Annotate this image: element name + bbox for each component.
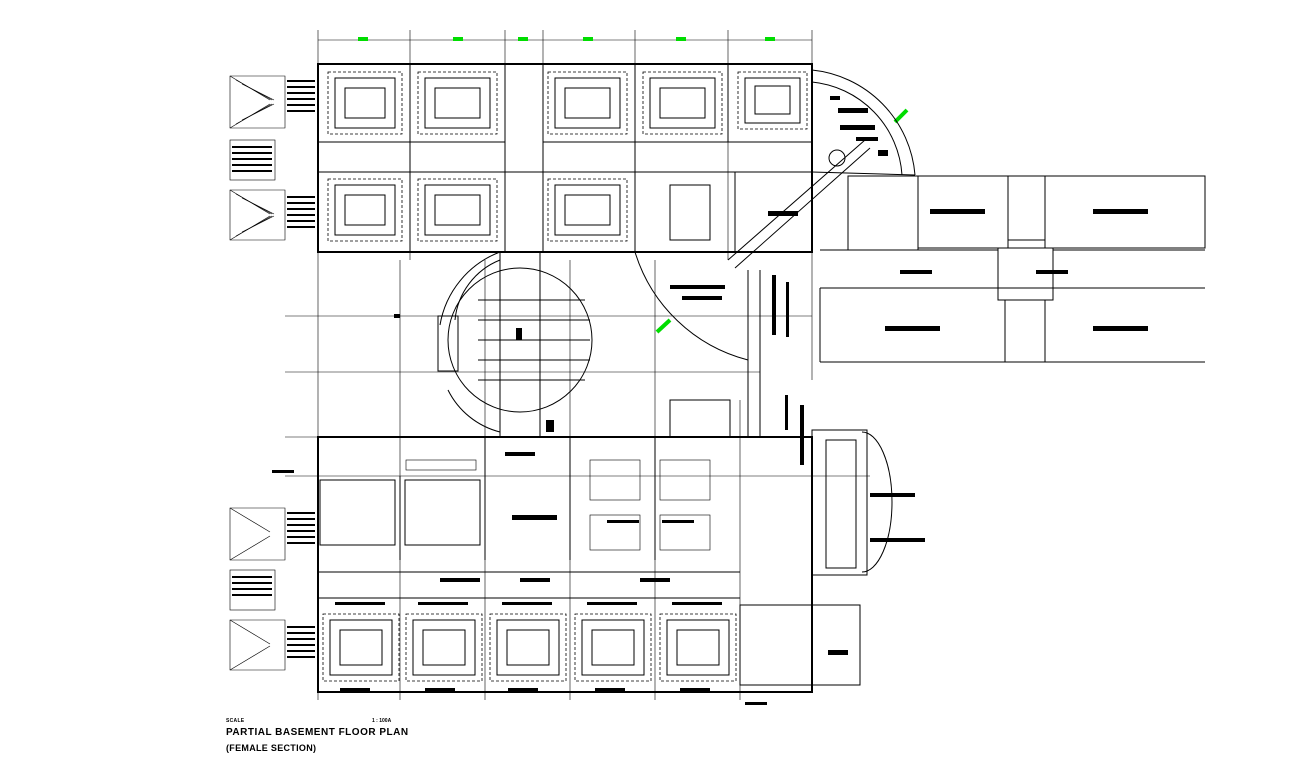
stair-icon: [229, 75, 286, 241]
core-fixtures: [670, 275, 804, 465]
grid-marker-icon: [765, 37, 775, 41]
table-icon: [334, 77, 801, 236]
grid-marker-icon: [358, 37, 368, 41]
room-labels-lower: [272, 452, 925, 705]
column-markers: [394, 314, 554, 432]
service-core: [634, 171, 761, 438]
stair-treads-lower: [232, 512, 315, 658]
reception-counters: [830, 96, 888, 156]
scale-value: 1 : 100A: [372, 718, 392, 724]
grid-lines: [285, 30, 870, 700]
atrium: [437, 251, 593, 437]
grid-marker-icon: [518, 37, 528, 41]
east-wing: [819, 175, 1206, 363]
grid-markers: [358, 37, 909, 334]
chair-icon: [322, 613, 737, 682]
room-labels-east: [768, 209, 1148, 331]
table-icon: [319, 479, 730, 676]
rotunda-lower: [825, 431, 893, 573]
grid-marker-icon: [655, 318, 672, 334]
chair-icon: [327, 71, 808, 242]
drawing-subtitle: (FEMALE SECTION): [226, 743, 317, 753]
stair-treads: [232, 80, 315, 228]
scale-label: SCALE: [226, 718, 245, 724]
rotunda-upper: [727, 69, 916, 269]
washroom-fixtures: [405, 459, 711, 551]
grid-marker-icon: [893, 108, 909, 124]
stair-icon: [229, 507, 286, 671]
lower-wing: [317, 429, 868, 693]
grid-marker-icon: [583, 37, 593, 41]
grid-marker-icon: [453, 37, 463, 41]
drawing-title: PARTIAL BASEMENT FLOOR PLAN: [226, 727, 409, 738]
grid-marker-icon: [676, 37, 686, 41]
